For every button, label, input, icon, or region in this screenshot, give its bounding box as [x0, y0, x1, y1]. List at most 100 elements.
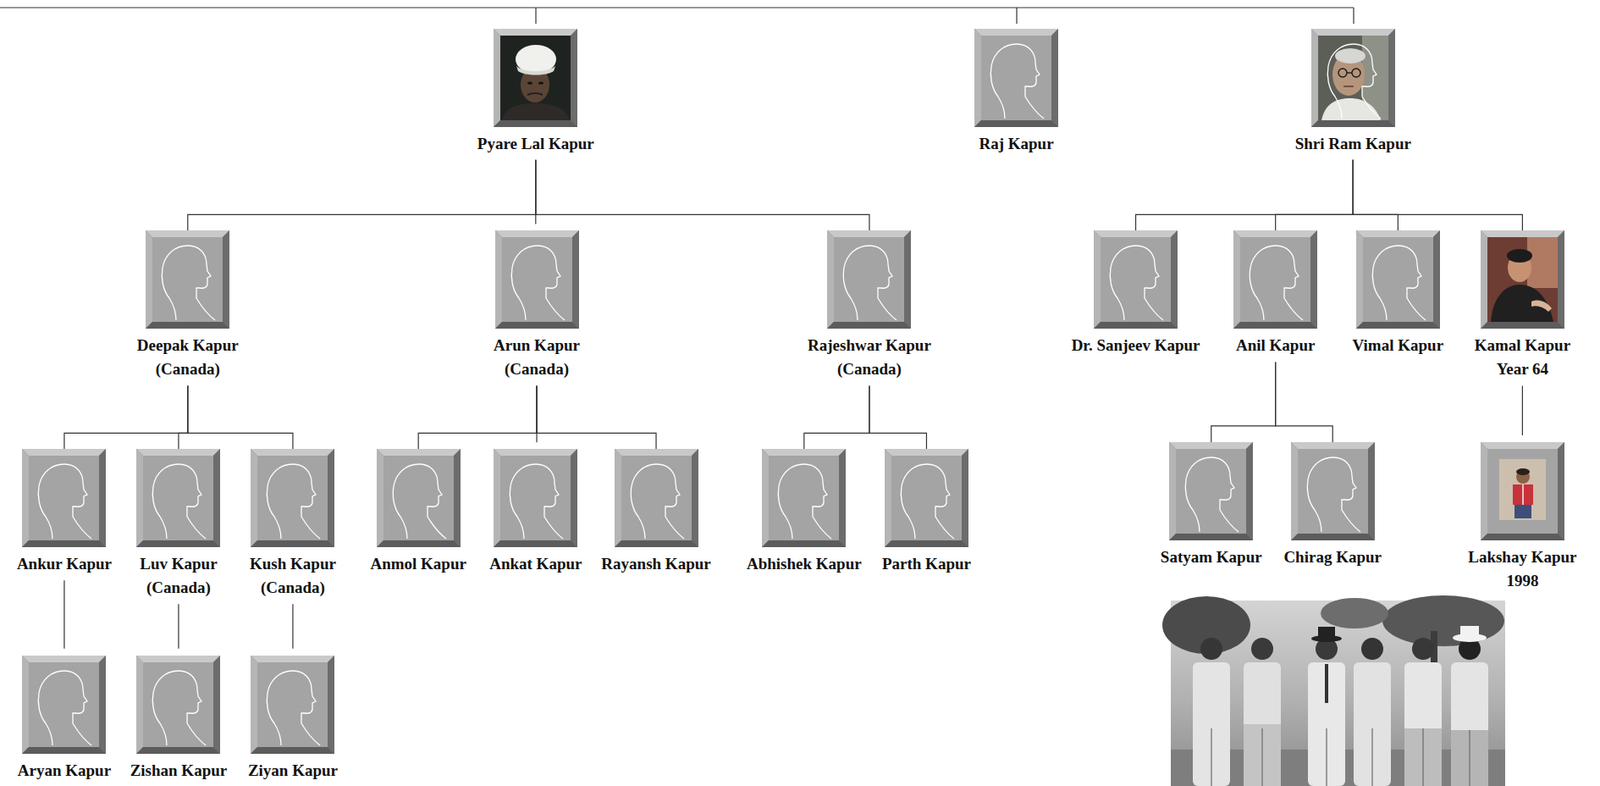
frame-base — [1291, 441, 1375, 541]
frame-bevel — [614, 540, 699, 547]
family-line — [63, 579, 65, 648]
portrait-frame — [493, 448, 578, 547]
portrait-frame — [1291, 441, 1375, 541]
frame-bevel — [22, 746, 106, 754]
person-card: Anil Kapur — [1233, 230, 1318, 358]
frame-inner — [833, 237, 905, 322]
person-card: Luv Kapur (Canada) — [132, 448, 226, 600]
frame-inner — [383, 455, 454, 541]
lineage-drop — [1015, 7, 1017, 24]
person-name: Parth Kapur — [882, 551, 972, 576]
frame-base — [974, 28, 1059, 127]
frame-bevel — [1291, 533, 1375, 541]
frame-bevel — [327, 448, 335, 547]
family-line — [536, 385, 657, 449]
frame-base — [1093, 230, 1178, 329]
family-line — [1352, 160, 1398, 232]
person-name: Vimal Kapur — [1352, 333, 1445, 358]
portrait-background — [1527, 237, 1558, 288]
family-line — [418, 385, 537, 449]
frame-bevel — [1310, 230, 1318, 329]
frame-base — [1480, 441, 1565, 541]
portrait-frame — [1480, 441, 1565, 541]
person-card: Arun Kapur (Canada) — [473, 230, 601, 381]
portrait-frame — [1169, 441, 1253, 541]
frame-bevel — [213, 448, 221, 547]
frame-bevel — [250, 540, 335, 547]
portrait-frame — [136, 448, 221, 547]
portrait-turban — [516, 66, 556, 76]
frame-base — [884, 448, 969, 547]
family-line — [535, 160, 870, 232]
photo-tree — [1382, 595, 1505, 646]
frame-inner — [500, 455, 571, 541]
photo-man-legs — [1371, 728, 1374, 786]
person-name: Arun Kapur (Canada) — [473, 333, 601, 381]
photo-man-legs — [1261, 728, 1264, 786]
person-card: Ankur Kapur — [16, 448, 112, 576]
frame-inner — [1362, 237, 1434, 322]
photo-man-head — [1361, 637, 1384, 660]
frame-bevel — [22, 655, 29, 754]
person-name: Kamal Kapur Year 64 — [1469, 333, 1576, 381]
portrait-shirt — [1490, 284, 1554, 322]
portrait-image — [1169, 441, 1253, 541]
frame-base — [250, 655, 335, 754]
frame-bevel — [453, 448, 461, 547]
portrait-photo — [500, 35, 571, 121]
portrait-image — [22, 448, 106, 547]
silhouette-outline — [392, 463, 447, 539]
frame-inner — [621, 455, 692, 541]
frame-base — [22, 448, 106, 547]
portrait-image — [1311, 28, 1396, 127]
photo-man — [1192, 662, 1231, 786]
frame-bevel — [22, 448, 106, 456]
frame-bevel — [145, 230, 153, 329]
portrait-image — [1480, 441, 1565, 541]
person-card: Anmol Kapur — [369, 448, 467, 576]
frame-bevel — [136, 655, 144, 754]
frame-bevel — [136, 448, 144, 547]
portrait-frame — [1480, 230, 1565, 329]
person-card: Raj Kapur — [974, 28, 1059, 156]
frame-bevel — [974, 120, 1059, 127]
frame-bevel — [1557, 441, 1565, 541]
portrait-frame — [1093, 230, 1178, 329]
family-photo — [1162, 595, 1506, 786]
portrait-image — [250, 655, 335, 754]
portrait-frame — [1356, 230, 1440, 329]
frame-base — [493, 448, 578, 547]
photo-hat — [1452, 633, 1487, 642]
frame-bevel — [1356, 230, 1363, 329]
portrait-hair — [1506, 248, 1533, 263]
silhouette-outline — [1372, 245, 1426, 320]
frame-bevel — [974, 28, 982, 127]
portrait-image — [1093, 230, 1178, 329]
photo-man-head — [1251, 637, 1274, 660]
person-name: Raj Kapur — [974, 132, 1059, 156]
frame-bevel — [1169, 441, 1253, 449]
frame-inner — [891, 455, 962, 541]
person-name: Ankat Kapur — [489, 551, 582, 576]
portrait-hair — [1516, 468, 1530, 475]
photo-man — [1451, 662, 1489, 786]
frame-base — [761, 448, 846, 547]
frame-base — [1356, 230, 1440, 329]
portrait-image — [1233, 230, 1318, 329]
frame-bevel — [99, 655, 106, 754]
frame-bevel — [145, 321, 230, 329]
frame-bevel — [22, 540, 106, 547]
person-card: Ziyan Kapur — [248, 655, 338, 783]
portrait-frame — [974, 28, 1059, 127]
frame-bevel — [136, 448, 221, 456]
frame-bevel — [1480, 441, 1565, 449]
frame-base — [145, 230, 230, 329]
frame-bevel — [974, 28, 1059, 36]
portrait-frame — [1233, 230, 1318, 329]
silhouette-outline — [778, 463, 833, 539]
portrait-arm — [1531, 300, 1552, 313]
silhouette-outline — [1327, 44, 1381, 119]
frame-bevel — [1311, 120, 1396, 127]
person-card: Rayansh Kapur — [601, 448, 711, 576]
